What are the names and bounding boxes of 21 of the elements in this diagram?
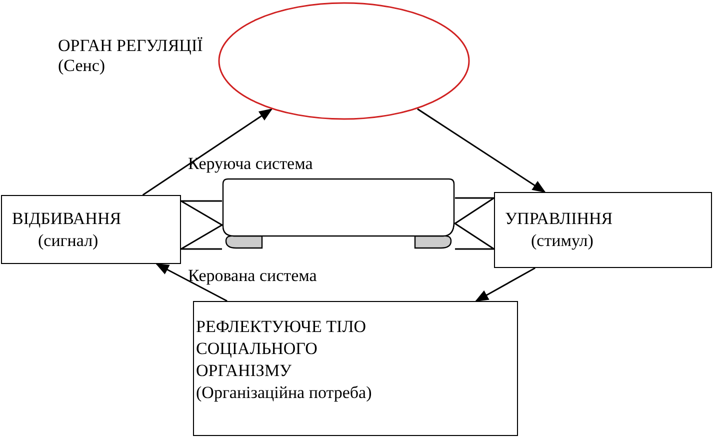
system-label: Керована система bbox=[188, 265, 317, 287]
oval-shape bbox=[218, 2, 470, 120]
box-title: УПРАВЛІННЯ bbox=[505, 208, 614, 230]
arrow bbox=[417, 108, 546, 193]
system-label: Керуюча система bbox=[188, 153, 313, 175]
arrow bbox=[474, 267, 536, 302]
process-box bbox=[494, 192, 712, 268]
box-title: ВІДБИВАННЯ bbox=[12, 208, 122, 230]
arrow bbox=[142, 108, 273, 196]
box-subtitle: (стимул) bbox=[530, 230, 594, 252]
box-title: РЕФЛЕКТУЮЧЕ ТІЛО СОЦІАЛЬНОГО ОРГАНІЗМУ bbox=[196, 316, 368, 382]
coupling-arrow bbox=[454, 197, 495, 250]
box-subtitle: (Організаційна потреба) bbox=[196, 382, 373, 404]
box-subtitle: (сигнал) bbox=[37, 230, 100, 252]
coupling-arrow bbox=[180, 200, 224, 250]
process-box bbox=[193, 301, 518, 436]
scroll-banner-drawing bbox=[222, 178, 455, 250]
oval-heading: (Сенс) bbox=[58, 56, 106, 76]
process-box bbox=[1, 195, 181, 264]
oval-heading: ОРГАН РЕГУЛЯЦІЇ bbox=[58, 36, 204, 56]
arrow bbox=[155, 263, 228, 302]
